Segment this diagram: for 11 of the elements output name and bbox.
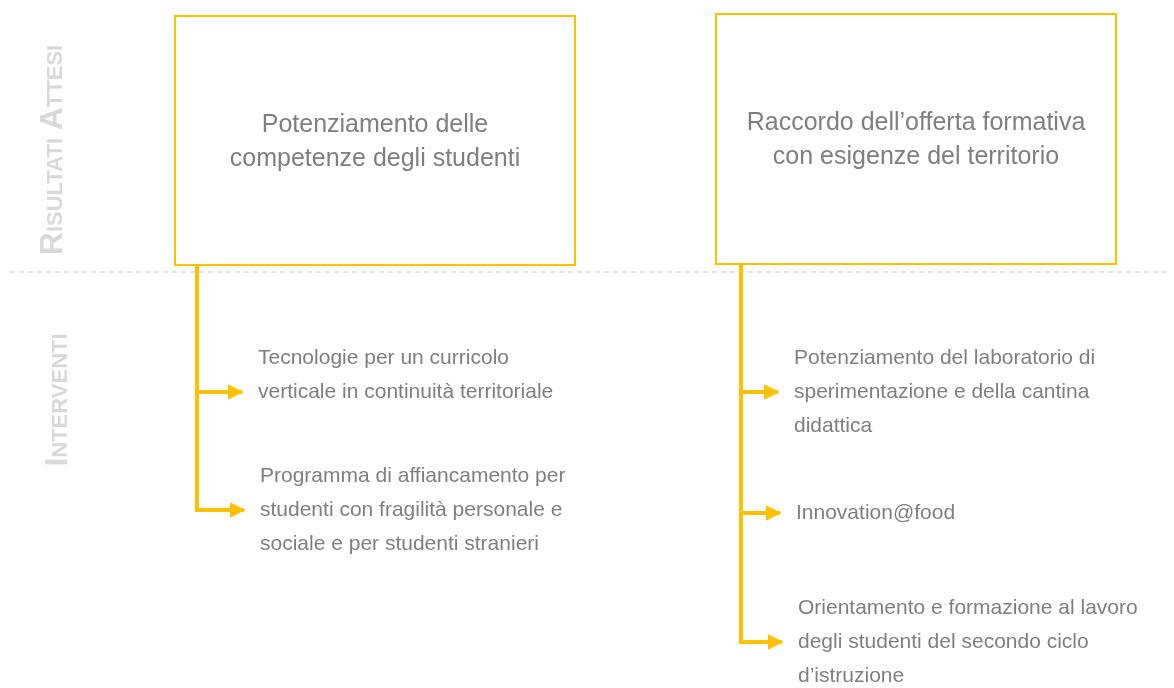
intervention-text: Tecnologie per un curricolo verticale in continuità territoriale: [258, 345, 554, 402]
intervention-text: Innovation@food: [796, 500, 956, 523]
intervention-text: Potenziamento del laboratorio di sperimentazione e della cantina didattica: [794, 345, 1096, 437]
result-text: Potenziamento delle competenze degli studenti: [228, 107, 522, 173]
arrow: [195, 266, 246, 518]
result-text: Raccordo dell’offerta formativa con esigenze del territorio: [745, 106, 1087, 171]
intervention-text: Programma di affiancamento per studenti con fragilità personale e sociale e per studenti stranieri: [260, 463, 566, 555]
result-box: [715, 13, 1117, 265]
result-box: [174, 15, 576, 266]
arrow: [739, 265, 784, 650]
intervention-text: Orientamento e formazione al lavoro degli studenti del secondo ciclo d’istruzione: [798, 595, 1138, 687]
